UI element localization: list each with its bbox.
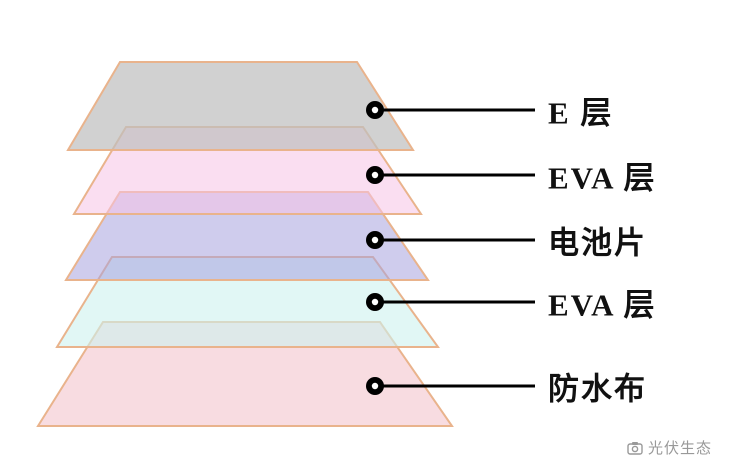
connector-dot-hole — [371, 382, 379, 390]
connector-dot-hole — [371, 171, 379, 179]
connector-lines — [375, 108, 535, 388]
connector-dot-hole — [371, 298, 379, 306]
camera-icon — [627, 441, 643, 455]
watermark-text: 光伏生态 — [647, 440, 712, 457]
connector-dot-hole — [371, 106, 379, 114]
layer-shape-e — [66, 61, 415, 151]
connector-dot-hole — [371, 236, 379, 244]
watermark: 光伏生态 — [627, 437, 712, 458]
connector-dots — [366, 101, 384, 395]
